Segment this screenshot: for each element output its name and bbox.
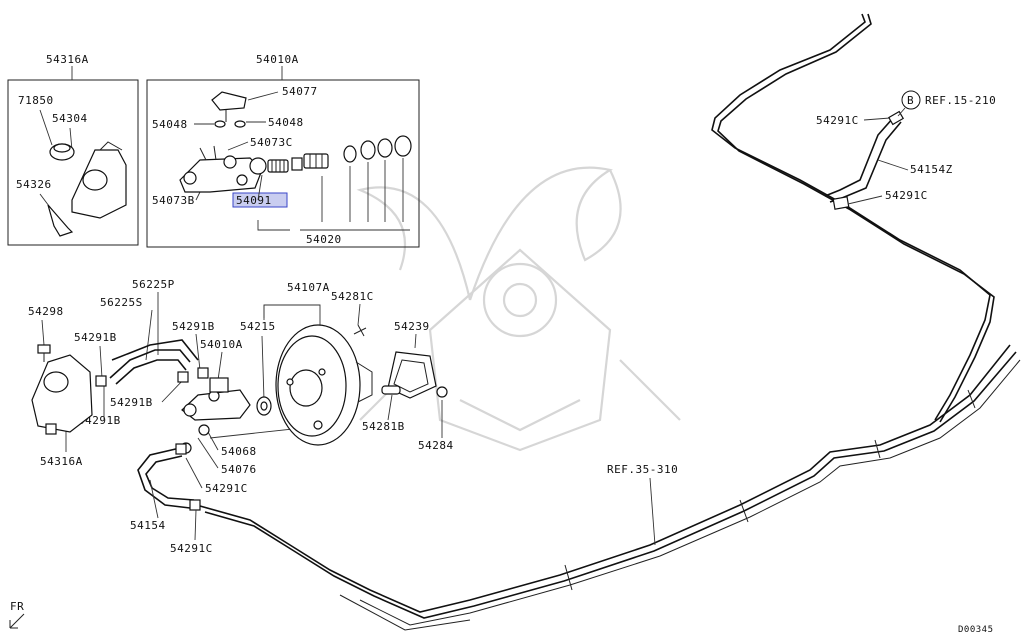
label-54281C[interactable]: 54281C bbox=[331, 290, 374, 303]
watermark-logo bbox=[356, 166, 681, 452]
piston-seal-kit-part[interactable] bbox=[249, 135, 412, 175]
label-54020[interactable]: 54020 bbox=[306, 233, 342, 246]
hose-56225-part[interactable] bbox=[109, 339, 199, 385]
vacuum-hose-54154-part[interactable] bbox=[137, 447, 195, 509]
label-54291B-3[interactable]: 54291B bbox=[110, 396, 153, 409]
label-54291C-mid[interactable]: 54291C bbox=[885, 189, 928, 202]
label-ref-15-210[interactable]: REF.15-210 bbox=[925, 94, 996, 107]
pin-54281B-part[interactable] bbox=[381, 385, 401, 395]
bolt-54298-part[interactable] bbox=[37, 344, 51, 362]
brake-booster-group: 54107A 54215 54281C 54239 54281B 54284 5… bbox=[180, 281, 454, 476]
label-54068[interactable]: 54068 bbox=[221, 445, 257, 458]
front-direction-indicator: FR bbox=[9, 600, 25, 629]
upper-vacuum-hose-group: 54291C B REF.15-210 54154Z 54291C bbox=[711, 13, 996, 423]
lower-reservoir-group: 56225P 56225S 54298 54291B 54291B 54010A… bbox=[28, 278, 251, 468]
seal-54215-part[interactable] bbox=[256, 396, 272, 416]
label-71850[interactable]: 71850 bbox=[18, 94, 54, 107]
label-54291C-top[interactable]: 54291C bbox=[816, 114, 859, 127]
master-cylinder-lower-part[interactable] bbox=[181, 377, 251, 421]
clevis-pin-part[interactable] bbox=[353, 324, 367, 337]
label-ref-B[interactable]: B bbox=[907, 94, 914, 107]
reservoir-cap-part[interactable] bbox=[49, 143, 75, 161]
brake-line-bundle-part[interactable] bbox=[199, 344, 1021, 631]
front-arrow-icon bbox=[9, 613, 25, 629]
label-56225P[interactable]: 56225P bbox=[132, 278, 175, 291]
label-54281B[interactable]: 54281B bbox=[362, 420, 405, 433]
label-54239[interactable]: 54239 bbox=[394, 320, 430, 333]
reservoir-seal-part[interactable] bbox=[47, 204, 74, 237]
drawing-code: D00345 bbox=[958, 625, 994, 635]
label-54107A[interactable]: 54107A bbox=[287, 281, 330, 294]
label-fr: FR bbox=[10, 600, 24, 613]
label-ref-35-310[interactable]: REF.35-310 bbox=[607, 463, 678, 476]
nut-54284-part[interactable] bbox=[436, 386, 448, 398]
hose-clamp-54291B-part[interactable] bbox=[95, 367, 209, 387]
vacuum-tube-upper-part[interactable] bbox=[711, 13, 995, 423]
box-reservoir-kit: 54316A 71850 54304 54326 bbox=[7, 53, 139, 246]
lower-hose-lines-group: REF.35-310 54291C 54154 54291C bbox=[130, 344, 1021, 631]
label-54304[interactable]: 54304 bbox=[52, 112, 88, 125]
reservoir-fitting-part[interactable] bbox=[211, 91, 247, 122]
booster-gasket-part[interactable] bbox=[387, 351, 437, 399]
label-54215[interactable]: 54215 bbox=[240, 320, 276, 333]
grommet-right-part[interactable] bbox=[234, 120, 246, 128]
label-54073B[interactable]: 54073B bbox=[152, 194, 195, 207]
label-54073C[interactable]: 54073C bbox=[250, 136, 293, 149]
hose-clamp-lower-part[interactable] bbox=[175, 443, 201, 511]
label-54091[interactable]: 54091 bbox=[236, 194, 272, 207]
label-54316A-box[interactable]: 54316A bbox=[46, 53, 89, 66]
label-54291C-low-2[interactable]: 54291C bbox=[170, 542, 213, 555]
label-54048-right[interactable]: 54048 bbox=[268, 116, 304, 129]
label-54154[interactable]: 54154 bbox=[130, 519, 166, 532]
label-54154Z[interactable]: 54154Z bbox=[910, 163, 953, 176]
label-54316A-low[interactable]: 54316A bbox=[40, 455, 83, 468]
brake-booster-part[interactable] bbox=[275, 324, 373, 446]
master-cylinder-body-part[interactable] bbox=[179, 145, 263, 193]
label-54076[interactable]: 54076 bbox=[221, 463, 257, 476]
label-54010A-low[interactable]: 54010A bbox=[200, 338, 243, 351]
reservoir-tank-part[interactable] bbox=[71, 141, 127, 219]
box-master-cylinder-kit: 54010A 54077 54048 54048 54073C 54073B 5… bbox=[146, 53, 420, 248]
reservoir-tank-lower-part[interactable] bbox=[31, 354, 93, 435]
label-54298[interactable]: 54298 bbox=[28, 305, 64, 318]
label-54077[interactable]: 54077 bbox=[282, 85, 318, 98]
label-56225S[interactable]: 56225S bbox=[100, 296, 143, 309]
grommet-left-part[interactable] bbox=[214, 120, 226, 128]
label-54291C-low-1[interactable]: 54291C bbox=[205, 482, 248, 495]
label-54291B-1[interactable]: 54291B bbox=[74, 331, 117, 344]
highlight-54091 bbox=[232, 192, 288, 208]
hose-clamp-mid-part[interactable] bbox=[832, 196, 850, 210]
label-54326[interactable]: 54326 bbox=[16, 178, 52, 191]
label-54010A-box[interactable]: 54010A bbox=[256, 53, 299, 66]
label-54291B-2[interactable]: 54291B bbox=[172, 320, 215, 333]
label-54048-left[interactable]: 54048 bbox=[152, 118, 188, 131]
label-54284[interactable]: 54284 bbox=[418, 439, 454, 452]
